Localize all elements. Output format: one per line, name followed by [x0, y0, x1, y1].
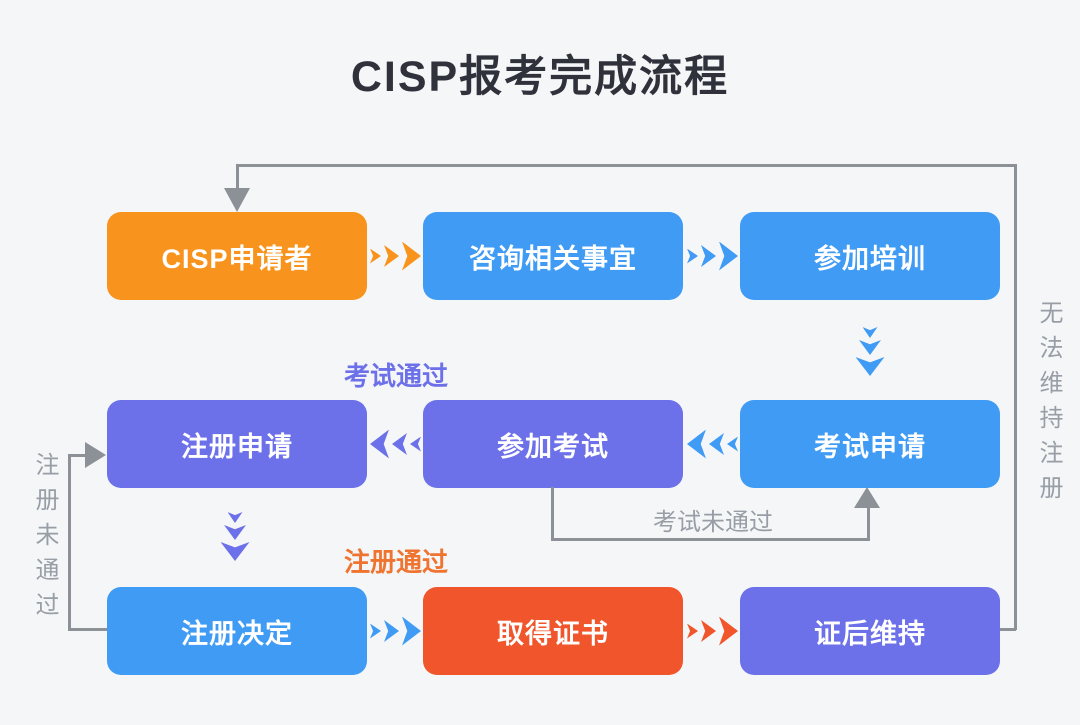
chevron-right-icon [687, 623, 698, 639]
chevron-right-icon [402, 616, 421, 646]
arrow-down-icon [854, 327, 886, 376]
chevron-left-icon [392, 433, 407, 455]
connector-exam-fail [867, 506, 870, 541]
chevron-right-icon [384, 620, 399, 642]
chevron-down-icon [220, 542, 250, 561]
arrow-left-icon [687, 428, 738, 460]
arrow-right-icon [687, 240, 738, 272]
chevron-down-icon [227, 512, 243, 523]
page-title: CISP报考完成流程 [350, 53, 730, 101]
chevron-right-icon [402, 241, 421, 271]
arrow-down-icon [219, 512, 251, 561]
arrowhead-up-icon [854, 487, 880, 508]
arrowhead-right-icon [85, 442, 106, 468]
chevron-left-icon [370, 429, 389, 459]
node-take-exam: 参加考试 [423, 400, 683, 488]
chevron-right-icon [370, 623, 381, 639]
chevron-left-icon [410, 436, 421, 452]
node-certificate-maintenance: 证后维持 [740, 587, 1000, 675]
node-obtain-certificate: 取得证书 [423, 587, 683, 675]
edge-label-reg-pass: 注册通过 [343, 547, 448, 577]
arrow-right-icon [370, 615, 421, 647]
arrow-right-icon [687, 615, 738, 647]
chevron-down-icon [224, 525, 246, 540]
chevron-down-icon [859, 340, 881, 355]
chevron-left-icon [727, 436, 738, 452]
chevron-right-icon [719, 241, 738, 271]
chevron-down-icon [862, 327, 878, 338]
edge-label-exam-fail: 考试未通过 [653, 509, 773, 536]
node-registration-application: 注册申请 [107, 400, 367, 488]
chevron-right-icon [701, 245, 716, 267]
connector-cannot-maintain [1014, 164, 1017, 630]
connector-reg-fail [68, 454, 88, 457]
connector-cannot-maintain [236, 164, 239, 190]
connector-exam-fail [551, 538, 870, 541]
chevron-right-icon [370, 248, 381, 264]
edge-label-reg-fail: 注册未通过 [31, 452, 58, 627]
arrowhead-down-icon [224, 188, 250, 212]
node-registration-decision: 注册决定 [107, 587, 367, 675]
chevron-right-icon [384, 245, 399, 267]
connector-reg-fail [68, 454, 71, 631]
edge-label-exam-pass: 考试通过 [343, 361, 448, 391]
chevron-down-icon [855, 357, 885, 376]
arrow-right-icon [370, 240, 421, 272]
chevron-left-icon [687, 429, 706, 459]
chevron-right-icon [701, 620, 716, 642]
connector-cannot-maintain [1000, 628, 1016, 631]
chevron-right-icon [687, 248, 698, 264]
chevron-left-icon [709, 433, 724, 455]
connector-reg-fail [68, 628, 107, 631]
node-consult-matters: 咨询相关事宜 [423, 212, 683, 300]
edge-label-cannot-maintain: 无法维持注册 [1035, 300, 1062, 510]
node-exam-application: 考试申请 [740, 400, 1000, 488]
chevron-right-icon [719, 616, 738, 646]
node-cisp-applicant: CISP申请者 [107, 212, 367, 300]
connector-cannot-maintain [236, 164, 1017, 167]
connector-exam-fail [551, 487, 554, 541]
node-attend-training: 参加培训 [740, 212, 1000, 300]
arrow-left-icon [370, 428, 421, 460]
